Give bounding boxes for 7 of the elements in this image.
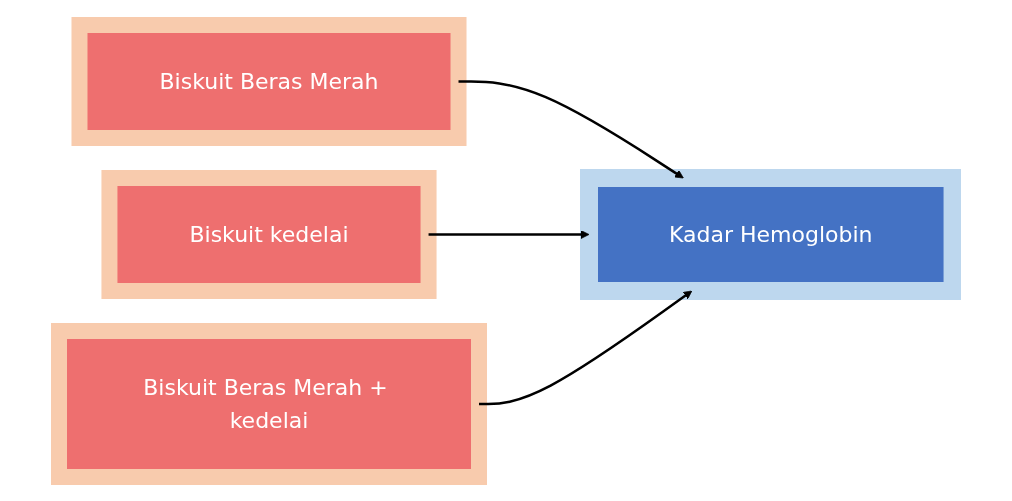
node-box: Kadar Hemoglobin xyxy=(580,168,961,300)
node-box: Biskuit kedelai xyxy=(101,169,437,299)
node-box: Biskuit Beras Merah xyxy=(71,16,467,146)
arrow xyxy=(428,229,590,239)
arrow xyxy=(458,79,684,178)
arrow xyxy=(479,290,693,405)
node-box: Biskuit Beras Merah + kedelai xyxy=(51,322,488,485)
